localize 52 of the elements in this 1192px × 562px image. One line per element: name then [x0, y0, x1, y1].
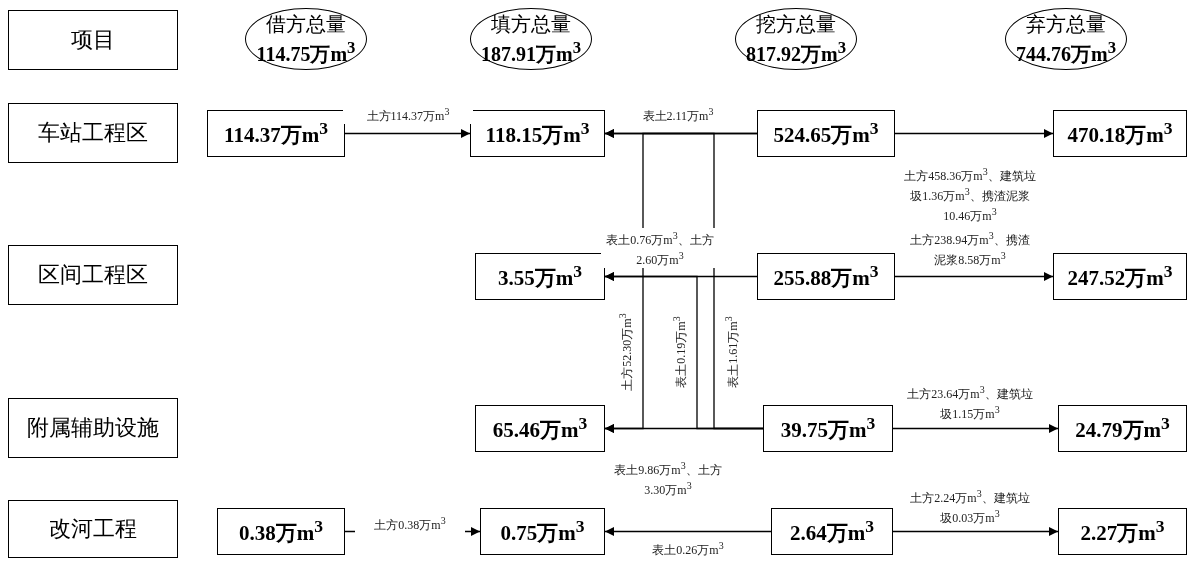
quantity-box	[1058, 508, 1187, 555]
quantity-box	[1058, 405, 1187, 452]
row-header-box	[8, 500, 178, 558]
row-header-text: 改河工程	[49, 515, 137, 543]
arrow	[892, 527, 1059, 536]
arrow	[894, 272, 1054, 281]
quantity-box	[475, 253, 605, 300]
total-text: 挖方总量	[756, 12, 836, 37]
quantity-box	[1053, 110, 1187, 157]
quantity-text: 2.27万m$^{3}$	[1080, 516, 1165, 547]
quantity-text: 39.75万m$^{3}$	[780, 413, 876, 444]
total-text: 填方总量	[491, 12, 571, 37]
quantity-text: 255.88万m$^{3}$	[773, 261, 879, 292]
total-text: 187.91万m$^{3}$	[481, 37, 581, 66]
total-text: 817.92万m$^{3}$	[746, 37, 846, 66]
arrow	[892, 424, 1059, 433]
quantity-text: 65.46万m$^{3}$	[492, 413, 588, 444]
quantity-box	[207, 110, 345, 157]
quantity-text: 0.75万m$^{3}$	[500, 516, 585, 547]
quantity-box	[757, 110, 895, 157]
total-text: 114.75万m$^{3}$	[256, 37, 356, 66]
row-header-text: 附属辅助设施	[27, 414, 159, 442]
quantity-box	[763, 405, 893, 452]
quantity-box	[757, 253, 895, 300]
quantity-box	[475, 405, 605, 452]
quantity-box	[1053, 253, 1187, 300]
quantity-text: 470.18万m$^{3}$	[1067, 118, 1173, 149]
arrow	[894, 129, 1054, 138]
quantity-text: 2.64万m$^{3}$	[790, 516, 874, 547]
quantity-text: 118.15万m$^{3}$	[485, 118, 590, 149]
row-header-box	[8, 103, 178, 163]
quantity-box	[771, 508, 893, 555]
row-header-text: 区间工程区	[38, 261, 148, 289]
quantity-text: 24.79万m$^{3}$	[1075, 413, 1170, 444]
arrow	[344, 129, 471, 138]
row-header-text: 项目	[71, 26, 115, 54]
row-header-text: 车站工程区	[38, 119, 148, 147]
total-text: 弃方总量	[1026, 12, 1106, 37]
quantity-text: 3.55万m$^{3}$	[498, 261, 582, 292]
quantity-box	[470, 110, 605, 157]
quantity-text: 524.65万m$^{3}$	[773, 118, 879, 149]
row-header-box	[8, 245, 178, 305]
quantity-box	[217, 508, 345, 555]
quantity-box	[480, 508, 605, 555]
row-header-box	[8, 398, 178, 458]
total-text: 借方总量	[266, 12, 346, 37]
row-header-box	[8, 10, 178, 70]
total-text: 744.76万m$^{3}$	[1016, 37, 1116, 66]
arrow	[604, 527, 772, 536]
quantity-text: 0.38万m$^{3}$	[239, 516, 323, 547]
quantity-text: 114.37万m$^{3}$	[224, 118, 328, 149]
quantity-text: 247.52万m$^{3}$	[1067, 261, 1173, 292]
